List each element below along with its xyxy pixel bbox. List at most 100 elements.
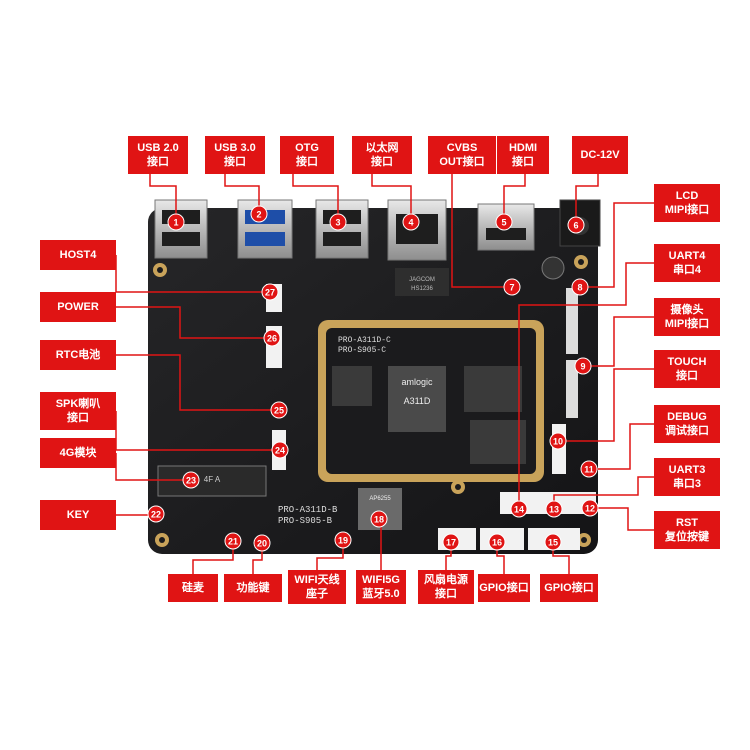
label-key-line1: KEY: [66, 509, 90, 521]
m2-marking: 4F A: [204, 475, 221, 484]
label-ethernet-line2: 接口: [371, 156, 393, 168]
marker-circle-dc: [567, 216, 585, 234]
marker-circle-gpio15: [544, 533, 562, 551]
label-spk-line2: 接口: [67, 412, 89, 424]
marker-number-host4: 27: [265, 288, 275, 298]
marker-number-usb3: 2: [256, 210, 261, 220]
marker-circle-usb3: [250, 205, 268, 223]
marker-number-wifi5g: 18: [374, 515, 384, 525]
marker-number-gpio15: 15: [548, 538, 558, 548]
label-debug-line1: DEBUG: [667, 411, 707, 423]
marker-circle-fan: [442, 533, 460, 551]
core-module: PRO-A311D-C PRO-S905-C amlogic A311D: [318, 320, 544, 482]
leader-line-mic: [192, 541, 234, 574]
marker-number-key: 22: [151, 510, 161, 520]
marker-usb3: 2: [250, 205, 268, 223]
leader-line-host4: [115, 255, 270, 293]
label-uart3-line2: 串口3: [672, 478, 702, 490]
marker-number-uart4: 14: [514, 505, 524, 515]
wifi-chip-marking: AP6255: [369, 496, 391, 502]
label-g4-line1: 4G模块: [59, 447, 97, 459]
marker-spk: 24: [271, 441, 289, 459]
marker-power: 26: [263, 329, 281, 347]
label-rst-line1: RST: [676, 517, 698, 529]
marker-gpio16: 16: [488, 533, 506, 551]
marker-number-rtc: 25: [274, 406, 284, 416]
marker-rtc: 25: [270, 401, 288, 419]
marker-circle-uart4: [510, 500, 528, 518]
leader-line-camera: [583, 316, 654, 367]
label-dc: DC-12V: [572, 136, 628, 174]
marker-fan: 17: [442, 533, 460, 551]
marker-circle-mic: [224, 532, 242, 550]
leader-line-wifiant: [316, 540, 344, 570]
marker-circle-lcd: [571, 278, 589, 296]
label-power-line1: POWER: [57, 301, 99, 313]
label-wifi5g-line1: WIFI5G: [362, 574, 400, 586]
marker-number-power: 26: [267, 334, 277, 344]
marker-number-ethernet: 4: [408, 218, 413, 228]
label-g4: 4G模块: [40, 438, 116, 468]
marker-circle-usb2: [167, 213, 185, 231]
lcd-mipi-connector: [566, 288, 578, 354]
marker-circle-g4: [182, 471, 200, 489]
ethernet-port: [387, 199, 447, 261]
label-func: 功能键: [224, 574, 282, 602]
hdmi-port: [477, 203, 535, 251]
marker-circle-gpio16: [488, 533, 506, 551]
marker-gpio15: 15: [544, 533, 562, 551]
marker-number-func: 20: [257, 539, 267, 549]
label-usb3-line1: USB 3.0: [214, 142, 256, 154]
label-lcd-line2: MIPI接口: [664, 204, 710, 216]
marker-circle-rtc: [270, 401, 288, 419]
leader-line-dc: [575, 174, 599, 225]
label-mic-line1: 硅麦: [182, 582, 204, 594]
label-hdmi-line2: 接口: [512, 156, 534, 168]
leader-line-debug: [589, 423, 654, 470]
marker-camera: 9: [574, 357, 592, 375]
mounting-holes: [153, 255, 591, 547]
core-silk-2: PRO-S905-C: [338, 346, 386, 355]
marker-lcd: 8: [571, 278, 589, 296]
leader-line-uart4: [518, 262, 654, 509]
marker-number-lcd: 8: [577, 283, 582, 293]
label-ethernet: 以太网接口: [352, 136, 412, 174]
leader-lines: [115, 174, 654, 574]
marker-number-hdmi: 5: [501, 218, 506, 228]
base-silk-1: PRO-A311D-B: [278, 505, 338, 515]
lan-chip-brand: JAGCOM: [409, 277, 435, 283]
capacitor: [541, 256, 565, 280]
marker-wifi5g: 18: [370, 510, 388, 528]
marker-number-wifiant: 19: [338, 536, 348, 546]
label-spk: SPK喇叭接口: [40, 392, 116, 430]
label-camera-line2: MIPI接口: [664, 318, 710, 330]
leader-line-g4: [115, 453, 191, 481]
marker-circle-otg: [329, 213, 347, 231]
label-host4: HOST4: [40, 240, 116, 270]
marker-number-rst: 12: [585, 504, 595, 514]
marker-circle-touch: [549, 432, 567, 450]
marker-host4: 27: [261, 283, 279, 301]
marker-circle-func: [253, 534, 271, 552]
leader-line-touch: [558, 368, 654, 442]
label-spk-line1: SPK喇叭: [55, 398, 101, 410]
leader-line-usb3: [224, 174, 260, 214]
marker-number-mic: 21: [228, 537, 238, 547]
label-key: KEY: [40, 500, 116, 530]
label-touch-line2: 接口: [676, 370, 698, 382]
label-fan-line2: 接口: [435, 588, 457, 600]
label-fan: 风扇电源接口: [418, 570, 474, 604]
label-power: POWER: [40, 292, 116, 322]
marker-wifiant: 19: [334, 531, 352, 549]
lan-chip-model: HS1236: [411, 286, 433, 292]
camera-mipi-connector: [566, 360, 578, 418]
label-func-line1: 功能键: [236, 582, 270, 594]
